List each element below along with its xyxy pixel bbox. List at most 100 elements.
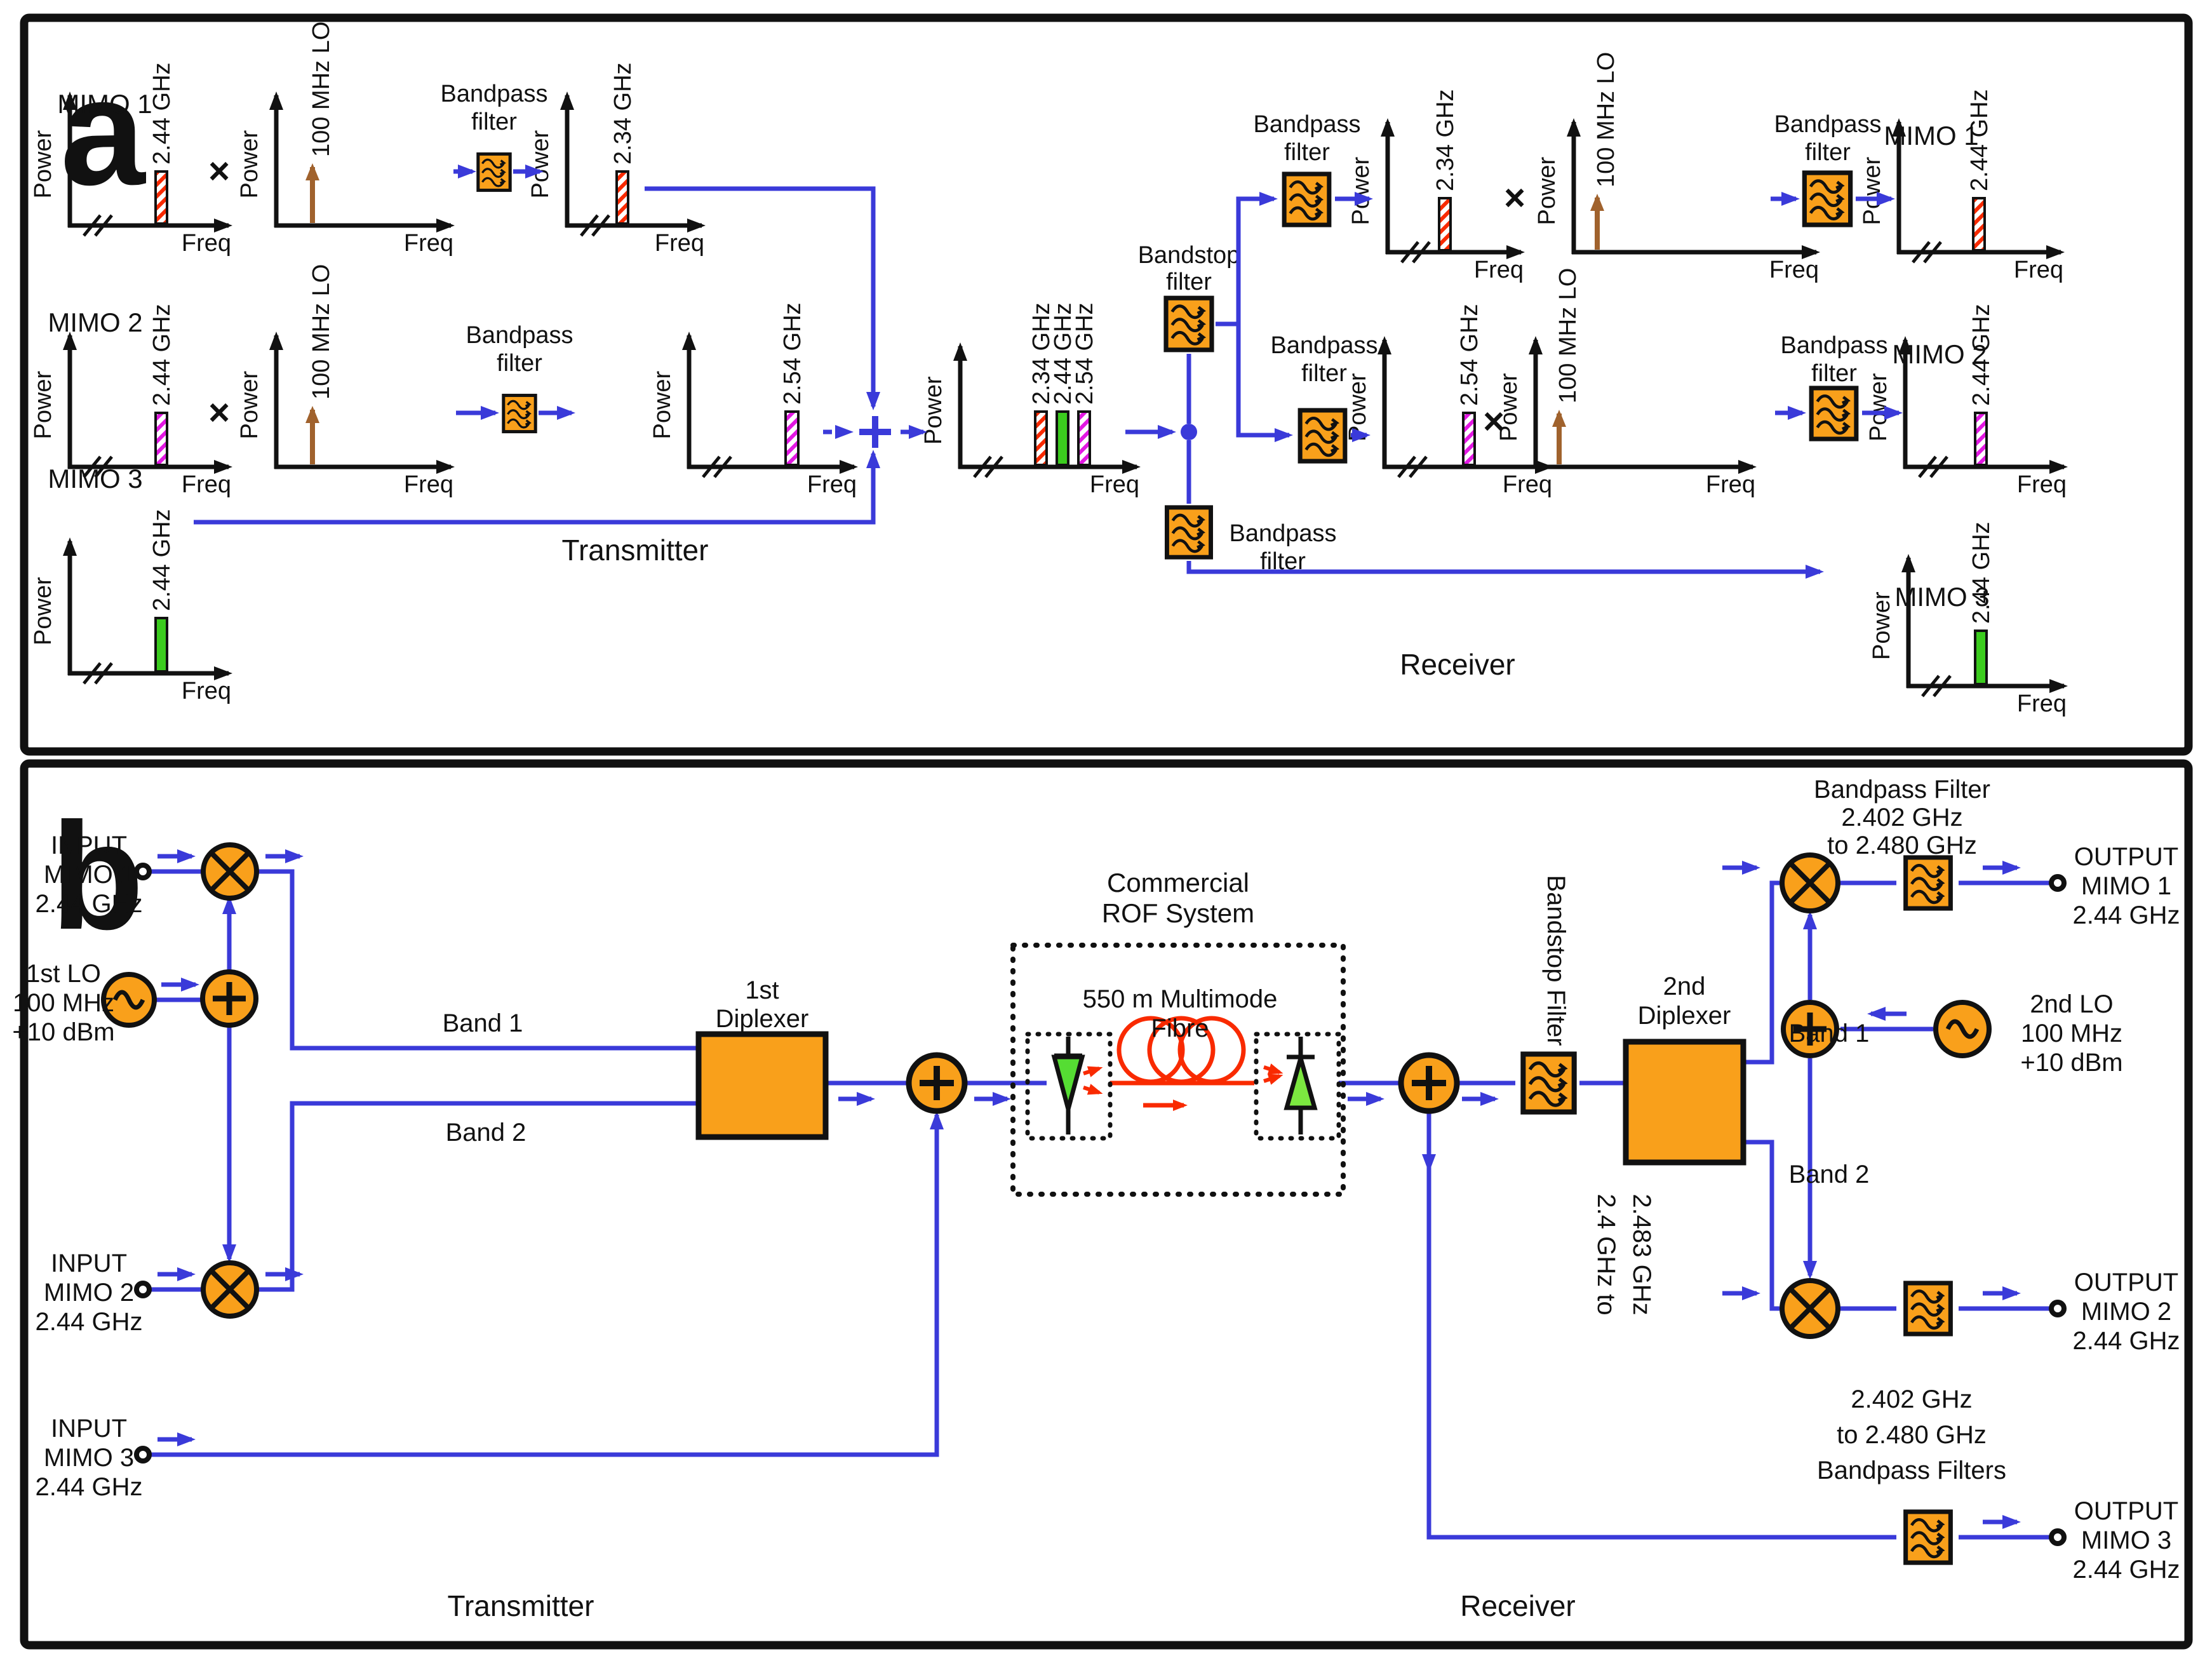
spectrum-bar: [154, 170, 168, 225]
bar-frequency-label: 2.44 GHz: [1966, 89, 1993, 191]
band1-label-right: Band 1: [1789, 1020, 1870, 1047]
axis-break-icon: [580, 214, 610, 237]
power-axis-label: Power: [527, 130, 554, 198]
rof-system-box: [1010, 943, 1346, 1197]
bar-frequency-label: 2.34 GHz: [1432, 89, 1459, 191]
bpf-r2b-label-1: Bandpass: [1780, 332, 1887, 359]
lo-frequency-label: 100 MHz LO: [1555, 268, 1581, 403]
wire-m1-band1: [257, 869, 697, 1051]
wire-t1-to-combiner: [645, 186, 880, 410]
bpf-r1b-label-1: Bandpass: [1774, 111, 1881, 138]
combiner-2: [1398, 1052, 1460, 1114]
adder-1: [200, 969, 258, 1028]
freq-axis-label: Freq: [807, 471, 857, 498]
wire-in3-to-adder: [149, 1111, 944, 1457]
output2-line2: MIMO 2: [2081, 1298, 2171, 1326]
panel-a-label: a: [60, 46, 146, 217]
bpf-r2a-label-1: Bandpass: [1270, 332, 1377, 359]
fibre-coil-1: [1116, 1016, 1185, 1084]
wire-bandstop-to-r1: [1216, 192, 1278, 326]
lo2-line1: 2nd LO: [2030, 990, 2113, 1018]
input1-line1: INPUT: [51, 831, 127, 859]
bpf-top-label-2: 2.402 GHz: [1841, 804, 1962, 831]
mixer-times-r1: ×: [1504, 177, 1525, 219]
axis-break-icon: [1912, 241, 1942, 264]
wire-r3-to-output: [1186, 561, 1824, 579]
input-terminal-mimo2: [134, 1281, 152, 1298]
bandpass-filter-icon-r1b: [1804, 173, 1850, 225]
led-icon: [1051, 1037, 1103, 1134]
freq-axis-label: Freq: [404, 471, 453, 498]
bar-frequency-label: 2.44 GHz: [149, 62, 175, 165]
output1-line3: 2.44 GHz: [2073, 901, 2180, 929]
fibre-label-2: Fibre: [1151, 1014, 1209, 1042]
bpf-r3-label-1: Bandpass: [1229, 520, 1336, 547]
wire-band1-m3: [1743, 880, 1780, 1065]
diplexer-2-box: [1623, 1039, 1746, 1166]
band1-label-left: Band 1: [443, 1009, 523, 1037]
wire-band2-m4: [1743, 1140, 1780, 1311]
spectrum-bar: [154, 412, 168, 466]
freq-axis-label: Freq: [1090, 471, 1139, 498]
freq-axis-label: Freq: [182, 678, 231, 704]
band2-label-left: Band 2: [446, 1119, 526, 1147]
lo1-line2: 100 MHz: [13, 989, 114, 1017]
oscillator-1st-lo: [101, 972, 157, 1028]
bpf-t2-label-2: filter: [497, 350, 542, 377]
output2-line3: 2.44 GHz: [2073, 1327, 2180, 1355]
panel-b-receiver-label: Receiver: [1460, 1589, 1576, 1622]
bpf-bottom-label-3: Bandpass Filters: [1817, 1457, 2006, 1484]
mixer-times-t1: ×: [208, 151, 230, 192]
axis-break-icon: [83, 662, 113, 685]
diplexer2-label-1: 2nd: [1663, 973, 1706, 1000]
panel-b-border: [20, 759, 2193, 1650]
output-terminal-mimo3: [2049, 1528, 2067, 1546]
bpf-r2b-label-2: filter: [1811, 360, 1857, 387]
mixer-4: [1780, 1278, 1840, 1339]
bandstop-range-2: 2.483 GHz: [1628, 1194, 1656, 1315]
bpf-t2-label-1: Bandpass: [466, 322, 573, 349]
mixer-times-t2: ×: [208, 392, 230, 433]
bar-frequency-label: 2.34 GHz: [610, 62, 636, 165]
bandstop-range-1: 2.4 GHz to: [1592, 1194, 1620, 1315]
mimo-label: MIMO 2: [48, 307, 142, 337]
axis-break-icon: [1918, 455, 1948, 478]
bpf-bottom-label-1: 2.402 GHz: [1851, 1385, 1972, 1413]
axis-break-icon: [1400, 241, 1431, 264]
output3-line2: MIMO 3: [2081, 1526, 2171, 1554]
input2-line3: 2.44 GHz: [36, 1308, 143, 1336]
bandpass-filter-icon-r2a: [1300, 410, 1345, 461]
bpf-r2a-label-2: filter: [1301, 360, 1347, 387]
bandpass-filter-icon-r2b: [1811, 388, 1856, 439]
oscillator-2nd-lo: [1933, 1000, 1992, 1058]
diplexer-1-box: [695, 1031, 829, 1140]
freq-axis-label: Freq: [1769, 257, 1819, 283]
bandpass-filter-icon-t2: [504, 395, 535, 431]
input3-line1: INPUT: [51, 1415, 127, 1443]
bandstop-filter-icon-a: [1166, 298, 1212, 350]
lo1-line1: 1st LO: [26, 960, 101, 988]
output1-line2: MIMO 1: [2081, 872, 2171, 900]
bandstop-label-1: Bandstop: [1138, 242, 1240, 269]
freq-axis-label: Freq: [182, 471, 231, 498]
bpf-t1-label-1: Bandpass: [440, 81, 547, 107]
bandstop-filter-label: Bandstop Filter: [1542, 875, 1570, 1046]
bandstop-filter-icon-b: [1523, 1054, 1574, 1112]
band2-label-right: Band 2: [1789, 1161, 1870, 1188]
input1-line3: 2.44 GHz: [36, 890, 143, 918]
bpf-r1a-label-2: filter: [1284, 139, 1330, 166]
power-axis-label: Power: [1496, 373, 1522, 441]
power-axis-label: Power: [1344, 373, 1371, 441]
